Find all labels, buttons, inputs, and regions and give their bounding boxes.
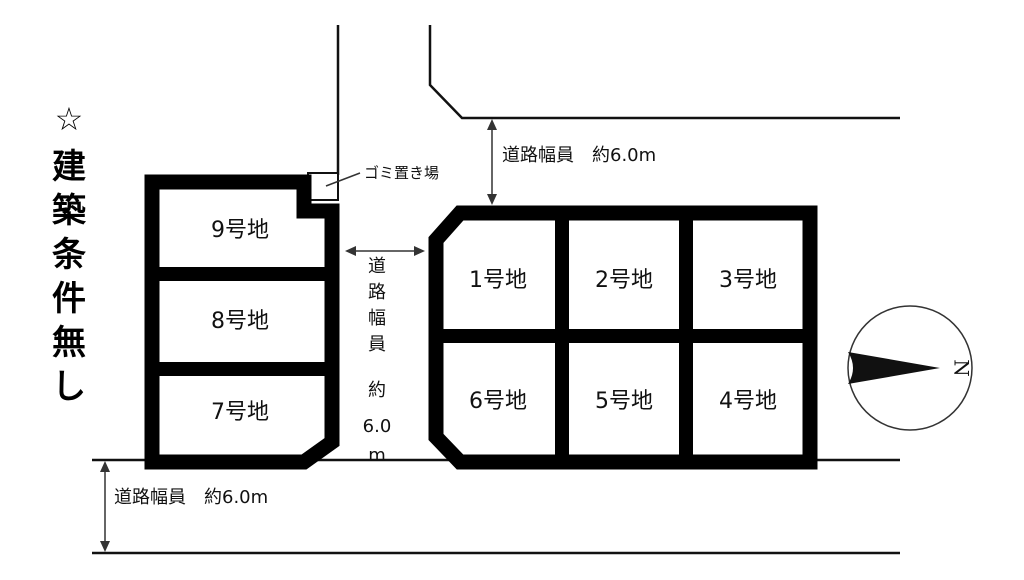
middle-road-value: 6.0 bbox=[363, 416, 392, 437]
middle-road-char-2: 路 bbox=[368, 282, 386, 303]
lot-7-label: 7号地 bbox=[211, 400, 269, 425]
star-mark: ☆ bbox=[55, 100, 84, 138]
lot-2-label: 2号地 bbox=[595, 268, 653, 293]
left-block-outline bbox=[144, 174, 340, 470]
lot-3-label: 3号地 bbox=[719, 268, 777, 293]
side-char-3: 条 bbox=[52, 235, 86, 275]
road-width-label-south: 道路幅員 約6.0m bbox=[114, 487, 268, 508]
lot-4-label: 4号地 bbox=[719, 389, 777, 414]
side-char-2: 築 bbox=[51, 191, 87, 231]
garbage-station-label: ゴミ置き場 bbox=[364, 164, 439, 182]
dimension-arrows bbox=[100, 119, 497, 552]
garbage-station: ゴミ置き場 bbox=[307, 164, 439, 201]
middle-road-char-4: 員 bbox=[368, 334, 386, 355]
lot-8-label: 8号地 bbox=[211, 309, 269, 334]
north-arrow-icon bbox=[848, 352, 940, 384]
side-char-4: 件 bbox=[52, 279, 86, 319]
road-width-label-middle: 道 路 幅 員 約 6.0 m bbox=[363, 256, 392, 466]
garbage-station-box bbox=[307, 172, 339, 201]
lot-1-label: 1号地 bbox=[469, 268, 527, 293]
north-label: N bbox=[950, 359, 974, 377]
lot-5-label: 5号地 bbox=[595, 389, 653, 414]
lot-6-label: 6号地 bbox=[469, 389, 527, 414]
middle-road-unit: m bbox=[368, 445, 386, 466]
road-edge-north-right bbox=[428, 25, 900, 120]
side-char-6: し bbox=[52, 367, 86, 407]
garbage-leader-line bbox=[325, 172, 361, 187]
middle-road-approx: 約 bbox=[368, 380, 386, 401]
right-block: 1号地 2号地 3号地 6号地 5号地 4号地 bbox=[428, 205, 818, 470]
lot-9-label: 9号地 bbox=[211, 218, 269, 243]
left-block: 9号地 8号地 7号地 bbox=[144, 174, 340, 470]
north-compass: N bbox=[847, 305, 974, 431]
side-char-5: 無 bbox=[52, 323, 86, 363]
side-char-1: 建 bbox=[52, 147, 86, 187]
road-width-label-north: 道路幅員 約6.0m bbox=[502, 145, 656, 166]
middle-road-char-1: 道 bbox=[368, 256, 386, 277]
middle-road-char-3: 幅 bbox=[368, 308, 386, 329]
no-building-condition-note: ☆ 建 築 条 件 無 し bbox=[51, 100, 87, 407]
